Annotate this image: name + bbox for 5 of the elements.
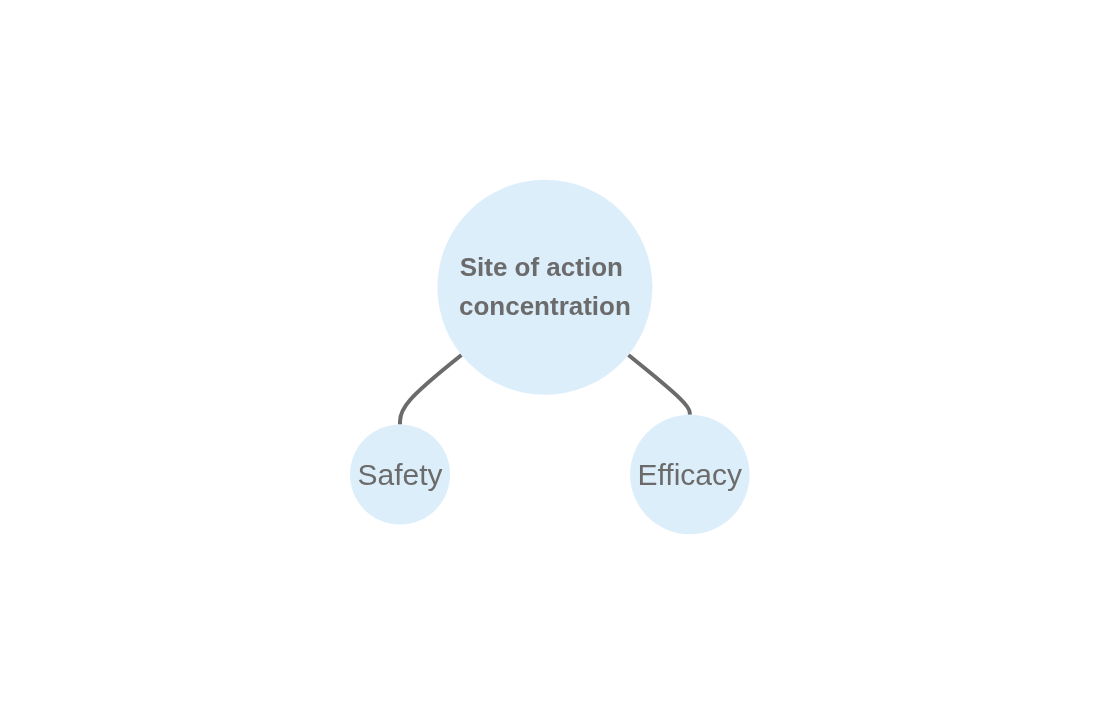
node-circle: Safety	[349, 424, 450, 525]
node-circle: Efficacy	[629, 414, 750, 535]
node-circle: Site of action concentration	[437, 179, 653, 395]
connector	[397, 353, 463, 425]
connector	[626, 353, 692, 416]
